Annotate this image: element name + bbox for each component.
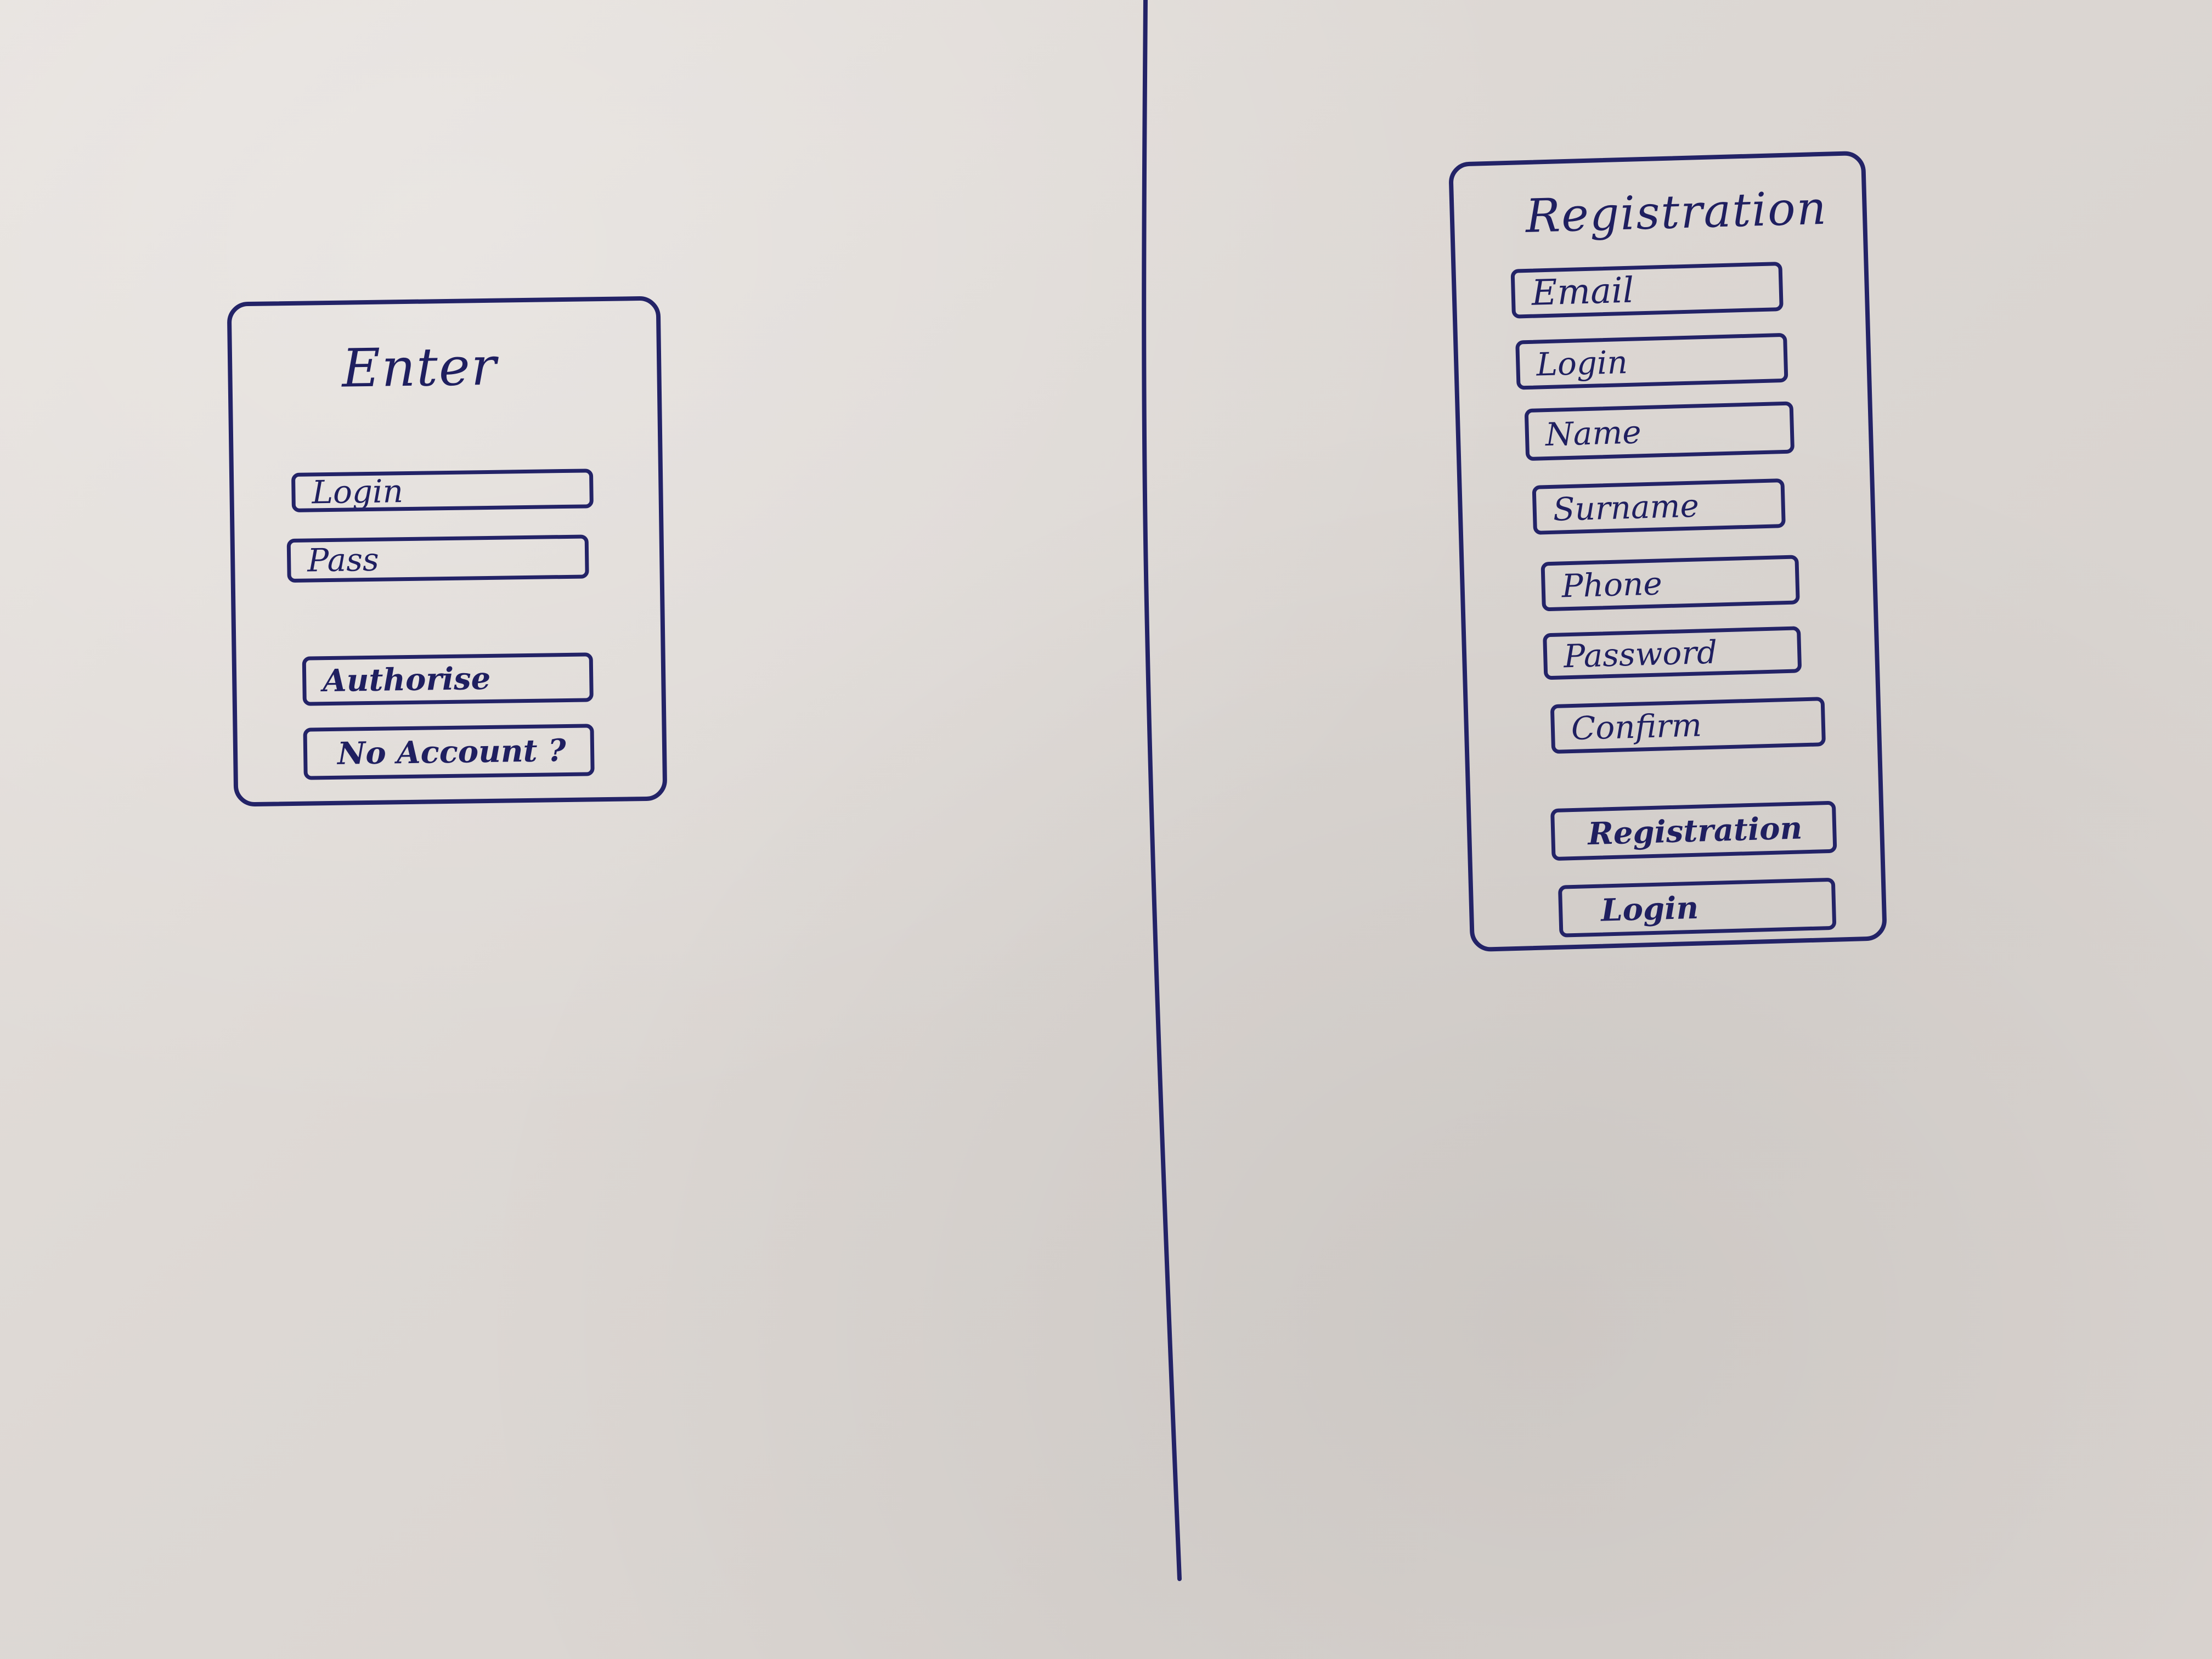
registration-title: Registration xyxy=(1525,180,1828,243)
no-account-button[interactable]: No Account ? xyxy=(303,724,595,780)
password-input[interactable]: Pass xyxy=(286,534,589,583)
phone-input[interactable]: Phone xyxy=(1541,555,1800,612)
authorise-button[interactable]: Authorise xyxy=(302,652,594,706)
login-input[interactable]: Login xyxy=(1515,332,1788,390)
confirm-password-input[interactable]: Confirm xyxy=(1550,697,1826,754)
login-input[interactable]: Login xyxy=(291,469,594,512)
login-title: Enter xyxy=(341,335,498,399)
email-input[interactable]: Email xyxy=(1510,261,1784,319)
name-input[interactable]: Name xyxy=(1524,401,1795,461)
login-screen: Enter Login Pass Authorise No Account ? xyxy=(227,296,668,807)
registration-screen: Registration Email Login Name Surname Ph… xyxy=(1448,150,1887,952)
registration-button[interactable]: Registration xyxy=(1550,800,1837,861)
login-button[interactable]: Login xyxy=(1558,877,1837,938)
surname-input[interactable]: Surname xyxy=(1532,478,1786,535)
password-input[interactable]: Password xyxy=(1543,626,1802,680)
